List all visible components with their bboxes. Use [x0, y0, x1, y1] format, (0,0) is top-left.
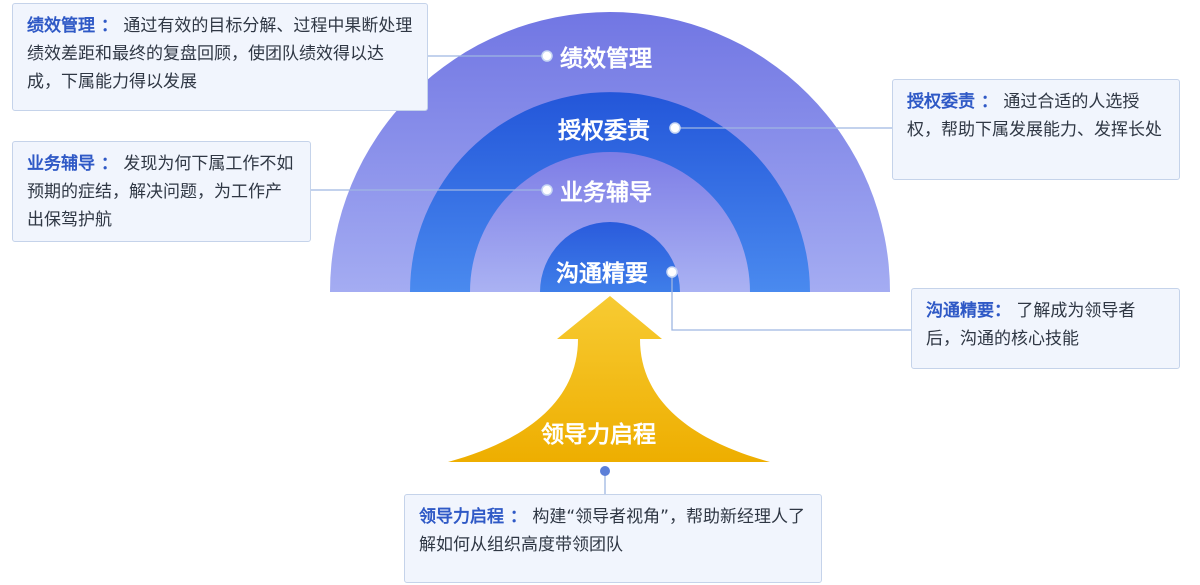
box-coaching-text: 发现为何下属工作不如预期的症结，解决问题，为工作产出保驾护航: [27, 154, 294, 230]
box-communication: 沟通精要： 了解成为领导者后，沟通的核心技能: [911, 288, 1180, 369]
box-leadership-title: 领导力启程 ：: [419, 507, 527, 527]
box-delegation-text: 通过合适的人选授权，帮助下属发展能力、发挥长处: [907, 92, 1162, 140]
dot-performance: [541, 50, 553, 62]
connector-communication: [671, 272, 912, 331]
box-communication-title: 沟通精要：: [926, 301, 1011, 321]
dot-coaching: [541, 184, 553, 196]
ring-label-coaching: 业务辅导: [560, 179, 652, 206]
box-delegation-title: 授权委责 ：: [907, 92, 998, 112]
box-coaching-title: 业务辅导 ：: [27, 154, 118, 174]
leadership-arrow: [448, 296, 770, 462]
box-performance-title: 绩效管理 ：: [27, 16, 118, 36]
box-delegation: 授权委责 ： 通过合适的人选授权，帮助下属发展能力、发挥长处: [892, 79, 1180, 180]
box-communication-text: 了解成为领导者后，沟通的核心技能: [926, 301, 1136, 349]
box-coaching: 业务辅导 ： 发现为何下属工作不如预期的症结，解决问题，为工作产出保驾护航: [12, 141, 311, 242]
dot-leadership: [600, 466, 610, 476]
ring-communication: [540, 222, 680, 292]
dot-communication: [666, 266, 678, 278]
box-performance-text: 通过有效的目标分解、过程中果断处理绩效差距和最终的复盘回顾，使团队绩效得以达成，…: [27, 16, 413, 92]
box-leadership: 领导力启程 ： 构建“领导者视角”，帮助新经理人了解如何从组织高度带领团队: [404, 494, 822, 583]
box-performance: 绩效管理 ： 通过有效的目标分解、过程中果断处理绩效差距和最终的复盘回顾，使团队…: [12, 3, 428, 111]
ring-label-performance: 绩效管理: [560, 45, 652, 72]
box-leadership-text: 构建“领导者视角”，帮助新经理人了解如何从组织高度带领团队: [419, 507, 805, 555]
arrow-label: 领导力启程: [541, 421, 656, 448]
ring-label-communication: 沟通精要: [556, 260, 648, 287]
dot-delegation: [669, 122, 681, 134]
ring-label-delegation: 授权委责: [558, 117, 650, 144]
